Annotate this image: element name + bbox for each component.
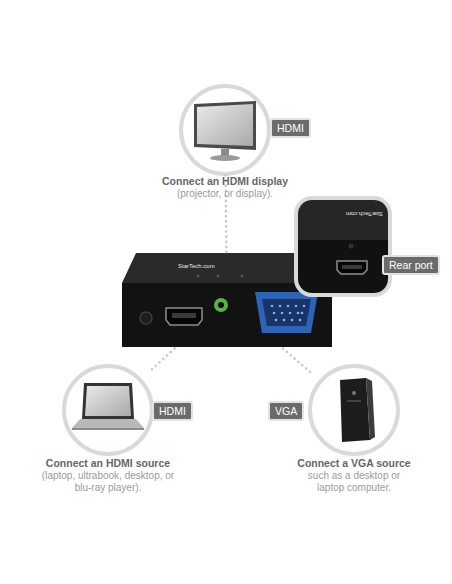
monitor-base: [210, 155, 240, 161]
monitor-icon: [194, 101, 256, 161]
dotted-connector: [152, 348, 175, 369]
caption-detail: such as a desktop or laptop computer.: [300, 470, 408, 493]
caption-heading: Connect an HDMI source: [8, 457, 208, 469]
caption-heading: Connect a VGA source: [254, 457, 452, 469]
laptop-lid: [82, 383, 134, 419]
brand-logo: StarTech.com: [178, 263, 215, 270]
connector-group: [152, 175, 310, 372]
rear-port-inset: StarTech.comRear port: [296, 198, 390, 295]
audio-jack: [214, 298, 228, 312]
desktop-ring: [310, 366, 398, 454]
monitor-frame: [194, 101, 256, 150]
laptop-edge: [72, 428, 144, 430]
inset-frame: [296, 198, 390, 295]
laptop-ring: [64, 366, 152, 454]
vga-port-inner: [262, 299, 311, 326]
tower-case: [340, 378, 370, 442]
brand-logo: StarTech.com: [346, 210, 383, 217]
inset-hole: [349, 244, 354, 249]
laptop-screen: [85, 386, 131, 416]
tower-power: [352, 391, 356, 395]
rear-port-view: [298, 200, 388, 293]
display-ring: [181, 86, 269, 174]
vga-pins: [271, 305, 306, 322]
port-tag: HDMI: [152, 401, 193, 421]
port-tag: VGA: [268, 401, 304, 421]
laptop-icon: [72, 383, 144, 430]
hdmi-port-tongue: [172, 313, 196, 318]
port-tag: Rear port: [382, 255, 440, 275]
power-jack: [140, 312, 152, 324]
laptop-base: [72, 419, 144, 428]
status-led: [197, 275, 200, 278]
tower-icon: [340, 378, 375, 442]
status-led: [217, 275, 220, 278]
port-tag: HDMI: [270, 118, 311, 138]
tower-bay: [347, 400, 361, 402]
caption-heading: Connect an HDMI display: [120, 175, 330, 187]
tower-side: [366, 378, 375, 440]
audio-jack-hole: [218, 302, 224, 308]
vga-source-callout: VGAConnect a VGA sourcesuch as a desktop…: [310, 366, 398, 454]
inset-device-top: [298, 200, 388, 240]
hdmi-port: [166, 308, 202, 325]
vga-port: [255, 292, 318, 333]
display-callout: HDMIConnect an HDMI display(projector, o…: [180, 85, 270, 175]
switch-box: StarTech.com: [122, 252, 332, 348]
rear-hdmi-port: [337, 261, 367, 274]
inset-device-back: [298, 240, 388, 293]
status-led: [241, 275, 244, 278]
caption-detail: (laptop, ultrabook, desktop, or blu-ray …: [39, 470, 177, 493]
dotted-connector: [282, 348, 310, 372]
hdmi-source-callout: HDMIConnect an HDMI source(laptop, ultra…: [64, 366, 152, 454]
rear-hdmi-tongue: [342, 265, 362, 269]
caption-detail: (projector, or display).: [120, 188, 330, 200]
monitor-screen: [197, 104, 253, 146]
